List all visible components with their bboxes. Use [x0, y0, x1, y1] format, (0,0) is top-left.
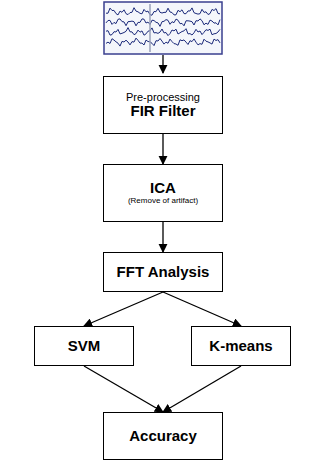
box-label: Accuracy	[129, 428, 197, 445]
box-label: K-means	[209, 338, 272, 355]
box-label: FIR Filter	[130, 103, 195, 120]
box-label: ICA	[150, 180, 176, 197]
classifier-box: K-means	[191, 326, 291, 366]
eeg-trace	[106, 19, 220, 27]
process-box: FFT Analysis	[103, 252, 223, 292]
eeg-trace	[106, 28, 220, 36]
box-label: (Remove of artifact)	[128, 197, 198, 206]
box-label: Pre-processing	[126, 91, 200, 103]
flow-arrow	[162, 134, 163, 164]
eeg-trace	[106, 8, 220, 16]
flow-arrow	[84, 292, 163, 326]
eeg-trace	[106, 38, 220, 46]
flow-arrow	[162, 222, 163, 252]
input-arrow	[162, 55, 163, 73]
flow-arrow	[163, 366, 241, 412]
eeg-marker	[149, 4, 151, 52]
eeg-frame	[104, 2, 222, 54]
flow-arrow	[163, 292, 241, 326]
process-box: Pre-processingFIR Filter	[103, 76, 223, 134]
eeg-waves	[106, 4, 220, 52]
box-label: FFT Analysis	[117, 264, 210, 281]
result-box: Accuracy	[103, 412, 223, 460]
box-label: SVM	[68, 338, 101, 355]
process-box: ICA(Remove of artifact)	[103, 164, 223, 222]
flow-arrow	[84, 366, 163, 412]
classifier-box: SVM	[34, 326, 134, 366]
